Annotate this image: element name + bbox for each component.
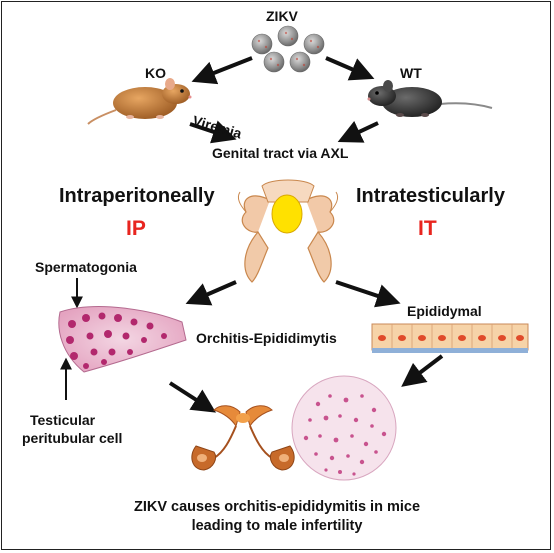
it-title: Intratesticularly [356,185,505,207]
virion [263,51,285,73]
virion [289,51,311,73]
it-abbr: IT [418,217,437,240]
virion [251,33,273,55]
virion [303,33,325,55]
inflamed-tissue-disc [291,375,397,481]
wt-label: WT [400,65,422,81]
ip-abbr: IP [126,217,146,240]
ko-mouse [87,78,192,125]
ip-title: Intraperitoneally [59,185,215,207]
arrow-to-testis-histology [185,280,237,306]
arrow-epididymal-to-histology [401,354,444,387]
testis-histology [58,306,187,373]
arrow-testis-to-organs [168,381,217,413]
ko-label: KO [145,65,166,81]
arrow-zikv-to-wt [325,56,375,81]
zikv-virions [251,25,325,73]
orchitis-label: Orchitis-Epididimytis [196,330,337,346]
arrow-wt-to-genital [337,120,379,143]
arrows [168,56,444,413]
spermatogonia-label: Spermatogonia [35,259,137,275]
conclusion-line1: ZIKV causes orchitis-epididymitis in mic… [133,499,421,515]
wt-mouse [367,80,493,117]
pointer-arrows [60,278,83,400]
arrow-to-epididymal [335,280,401,308]
genital-tract-organ [237,179,339,283]
peritubular-label-line1: Testicular [30,412,96,428]
dissected-organs [191,405,295,471]
arrow-viremia [189,120,237,144]
arrow-zikv-to-ko [191,56,253,85]
virion [277,25,299,47]
epididymal-label: Epididymal [407,303,482,319]
conclusion-line2: leading to male infertility [191,518,363,534]
genital-tract-label: Genital tract via AXL [212,145,349,161]
epididymal-tubule [371,323,529,353]
zikv-label: ZIKV [266,8,298,24]
nuclei [66,312,167,369]
peritubular-label-line2: peritubular cell [22,430,123,446]
